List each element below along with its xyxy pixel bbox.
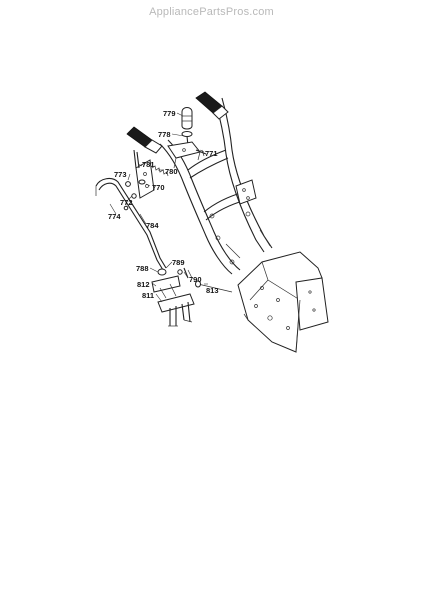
lower-linkage	[151, 267, 233, 327]
callout-770[interactable]: 770	[152, 183, 165, 192]
callout-780[interactable]: 780	[165, 167, 178, 176]
callout-789[interactable]: 789	[172, 258, 185, 267]
callout-812[interactable]: 812	[137, 280, 150, 289]
callout-781[interactable]: 781	[142, 160, 155, 169]
shift-rod	[95, 177, 167, 271]
callout-771[interactable]: 771	[205, 149, 218, 158]
right-hand-grip	[195, 91, 229, 120]
callout-labels: 779 778 771 781 780 773 770 772 774 784 …	[108, 109, 219, 300]
transmission-housing	[237, 251, 329, 353]
lever-bracket-plate	[133, 149, 155, 199]
callout-811[interactable]: 811	[142, 291, 154, 300]
handle-frame	[159, 97, 273, 275]
spring	[138, 165, 169, 185]
left-hand-grip	[126, 126, 163, 154]
callout-778[interactable]: 778	[158, 130, 171, 139]
callout-813[interactable]: 813	[206, 286, 219, 295]
leader-lines	[109, 112, 208, 303]
callout-774[interactable]: 774	[108, 212, 121, 221]
callout-779[interactable]: 779	[163, 109, 176, 118]
callout-772[interactable]: 772	[120, 198, 133, 207]
callout-784[interactable]: 784	[146, 221, 159, 230]
site-watermark: AppliancePartsPros.com	[149, 6, 274, 18]
callout-790[interactable]: 790	[189, 275, 202, 284]
callout-788[interactable]: 788	[136, 264, 149, 273]
control-bracket	[167, 141, 207, 169]
callout-773[interactable]: 773	[114, 170, 127, 179]
shift-knob-assembly	[181, 107, 193, 147]
